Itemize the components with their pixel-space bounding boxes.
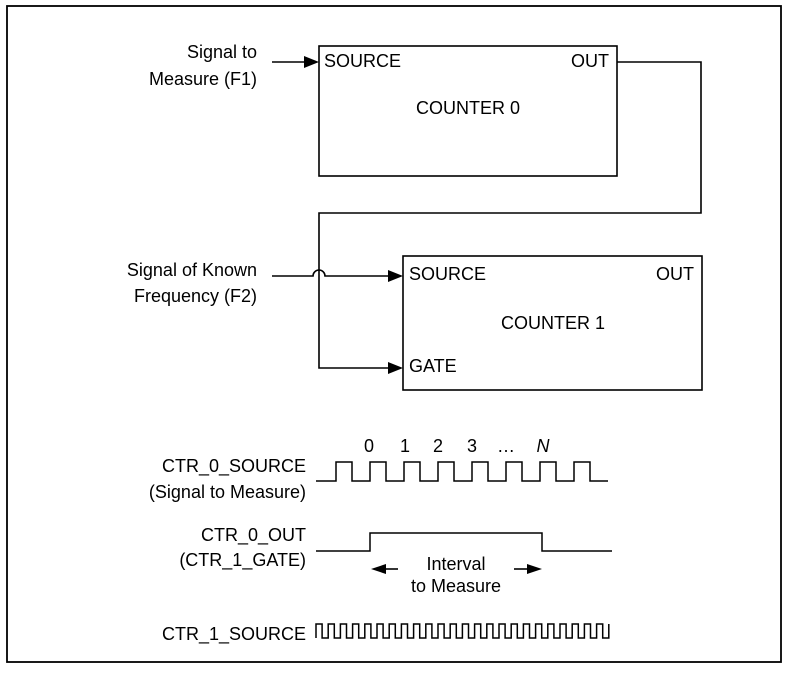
counter1-gate-label: GATE (409, 356, 457, 376)
counter1-box (402, 255, 703, 391)
ctr0-source-label-line2: (Signal to Measure) (149, 482, 306, 502)
ctr0-out-waveform (316, 532, 612, 552)
figure-frame (6, 5, 782, 663)
count-label-0: 0 (364, 436, 374, 456)
counter1-out-label: OUT (656, 264, 694, 284)
counter0-block: SOURCE OUT COUNTER 0 (318, 45, 618, 177)
interval-label-line2: to Measure (411, 576, 501, 596)
f1-label-line1: Signal to (187, 42, 257, 62)
count-label-1: 1 (400, 436, 410, 456)
f2-label-line1: Signal of Known (127, 260, 257, 280)
ctr0-source-waveform (316, 461, 608, 482)
count-label-2: 2 (433, 436, 443, 456)
counter0-source-label: SOURCE (324, 51, 401, 71)
ctr1-source-label: CTR_1_SOURCE (162, 624, 306, 645)
counter0-out-label: OUT (571, 51, 609, 71)
counter0-box (318, 45, 618, 177)
interval-right-arrowhead (527, 564, 542, 574)
counter0-title: COUNTER 0 (416, 98, 520, 118)
f1-arrowhead (304, 56, 319, 68)
ctr0-out-label-line2: (CTR_1_GATE) (179, 550, 306, 571)
gate-arrowhead (388, 362, 403, 374)
count-label-n: N (537, 436, 551, 456)
counter1-block: SOURCE OUT COUNTER 1 GATE (402, 255, 703, 391)
counter1-title: COUNTER 1 (501, 313, 605, 333)
count-label-3: 3 (467, 436, 477, 456)
ctr0-out-label-line1: CTR_0_OUT (201, 525, 306, 546)
f1-label-line2: Measure (F1) (149, 69, 257, 89)
f2-wire (272, 269, 391, 277)
ctr1-source-waveform (315, 623, 610, 639)
counter1-source-label: SOURCE (409, 264, 486, 284)
count-label-ellipsis: … (497, 436, 515, 456)
f2-label-line2: Frequency (F2) (134, 286, 257, 306)
interval-label-line1: Interval (426, 554, 485, 574)
f2-arrowhead (388, 270, 403, 282)
ctr0-source-label-line1: CTR_0_SOURCE (162, 456, 306, 477)
interval-left-arrowhead (371, 564, 386, 574)
counter0-out-to-gate-wire (318, 61, 702, 369)
